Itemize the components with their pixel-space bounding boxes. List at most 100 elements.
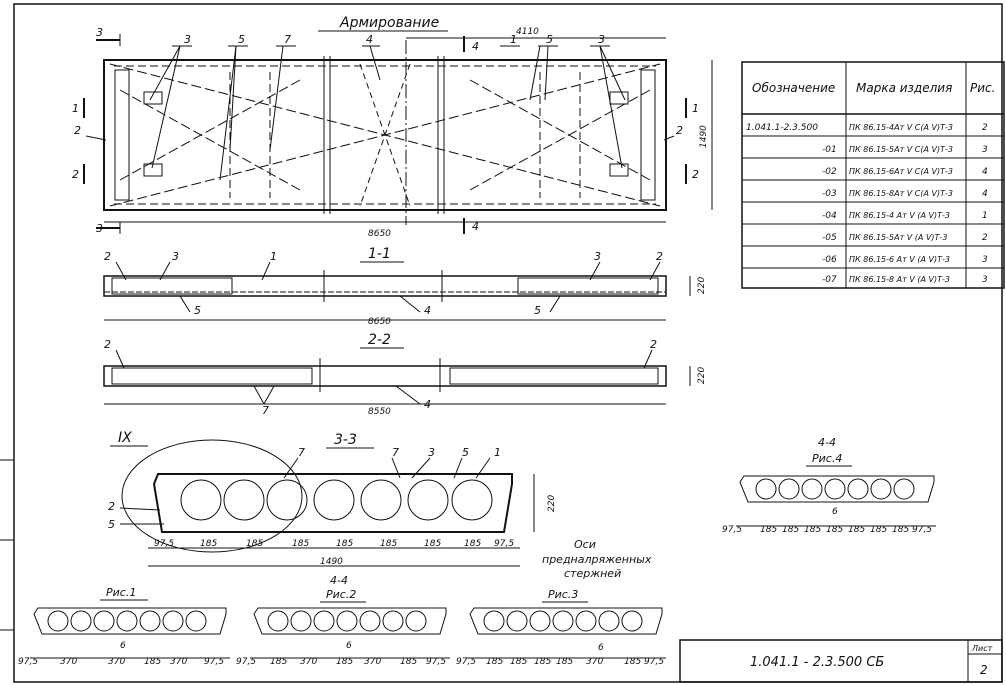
dim-text: 370 (108, 657, 125, 667)
hollow-core (266, 479, 308, 521)
leader (411, 457, 431, 479)
sheet-number: 2 (980, 663, 988, 677)
figure-label: Рис.1 (106, 586, 136, 599)
axes-note: стержней (564, 567, 621, 580)
hollow-cores (180, 479, 493, 521)
hollow-core (847, 478, 869, 500)
dim-text: 185 (510, 657, 527, 667)
table-cell-code: -06 (822, 255, 837, 265)
beam-outline (103, 365, 667, 387)
sheet-frame (13, 3, 1003, 683)
hollow-core (755, 478, 777, 500)
table-cell-mark: ПК 86.15-4 Ат V (А V)Т-3 (849, 211, 950, 220)
table-cell-fig: 2 (982, 123, 988, 133)
dim-text: 97,5 (456, 657, 476, 667)
table-cell-mark: ПК 86.15-5Ат V С(А V)Т-3 (849, 145, 953, 154)
pos-label: 3 (428, 446, 435, 459)
pos-label: 1 (494, 446, 501, 459)
leader (261, 261, 271, 281)
pos-label: 4 (366, 33, 373, 46)
document-code: 1.041.1 - 2.3.500 СБ (750, 655, 884, 670)
slab-section-outline (33, 607, 227, 635)
hollow-core (552, 610, 574, 632)
leader (549, 295, 561, 313)
dim-text: 97,5 (426, 657, 446, 667)
dim-text: 185 (246, 539, 263, 549)
dim-text: 185 (336, 539, 353, 549)
pos-label: 1 (510, 33, 517, 46)
dim-text: 97,5 (494, 539, 514, 549)
pos-label: 5 (238, 33, 245, 46)
pos-label: 6 (346, 641, 352, 651)
dim-text: 97,5 (204, 657, 224, 667)
leader (253, 385, 265, 405)
table-cell-code: -07 (822, 275, 837, 285)
beam-outline (103, 275, 667, 297)
dim-text: 370 (170, 657, 187, 667)
sheet-label: Лист (971, 644, 993, 653)
dim-text: 185 (200, 539, 217, 549)
dim-text: 185 (424, 539, 441, 549)
figure-2: 4-4 Рис.2 6 97,5 185 370 185 370 185 97,… (236, 574, 450, 667)
dim-text: 185 (380, 539, 397, 549)
mesh-diagonal (119, 89, 301, 191)
dim-text: 97,5 (18, 657, 38, 667)
leader (453, 457, 463, 479)
hollow-core (139, 610, 161, 632)
table-cell-code: -04 (822, 211, 837, 221)
dim-text: 1490 (699, 125, 709, 148)
table-cell-mark: ПК 86.15-8Ат V С(А V)Т-3 (849, 189, 953, 198)
dim-text: 220 (697, 367, 707, 384)
dim-text: 370 (586, 657, 603, 667)
figure-label: Рис.2 (326, 588, 356, 601)
leader (369, 45, 381, 81)
stamp-frame (679, 639, 1003, 683)
hollow-cores (267, 610, 427, 632)
cut-label: 1 (72, 102, 79, 115)
table-cell-code: 1.041.1-2.3.500 (746, 123, 818, 133)
table-cell-fig: 2 (982, 233, 988, 243)
leader (179, 295, 191, 313)
hollow-core (801, 478, 823, 500)
figure-1: Рис.1 6 97,5 370 370 185 370 97,5 (18, 586, 230, 667)
leader (589, 261, 601, 281)
pos-label: 7 (392, 446, 399, 459)
stirrup-zone-right (517, 277, 659, 295)
leader (229, 45, 237, 151)
dim-text: 97,5 (236, 657, 256, 667)
hollow-core (575, 610, 597, 632)
dim-text: 370 (300, 657, 317, 667)
leader (663, 135, 675, 141)
hollow-core (529, 610, 551, 632)
pos-label: 2 (656, 250, 663, 263)
dim-text: 4110 (516, 27, 539, 37)
section-2-2: 2-2 2 2 7 4 8550 220 (103, 332, 707, 417)
hollow-core (451, 479, 493, 521)
hollow-core (290, 610, 312, 632)
leader (219, 45, 237, 181)
hollow-core (313, 479, 355, 521)
table-cell-fig: 3 (982, 275, 988, 285)
end-frame-right (640, 69, 656, 201)
pos-label: 2 (104, 338, 111, 351)
leader (149, 45, 181, 101)
loop-left-top (143, 91, 163, 105)
dim-text: 97,5 (644, 657, 664, 667)
cut-label: 4 (472, 220, 479, 233)
hollow-core (870, 478, 892, 500)
leader (649, 261, 661, 281)
dim-text: 185 (292, 539, 309, 549)
mesh-diagonal (469, 79, 651, 181)
table-cell-mark: ПК 86.15-6 Ат V (А V)Т-3 (849, 255, 950, 264)
leader (475, 457, 491, 479)
table-header: Рис. (970, 81, 995, 95)
pos-label: 5 (194, 304, 201, 317)
slab-section-outline (253, 607, 447, 635)
pos-label: 2 (74, 124, 81, 137)
hollow-core (407, 479, 449, 521)
slab-outline (103, 59, 667, 211)
dim-text: 185 (760, 525, 777, 535)
dim-text: 185 (464, 539, 481, 549)
hollow-core (621, 610, 643, 632)
